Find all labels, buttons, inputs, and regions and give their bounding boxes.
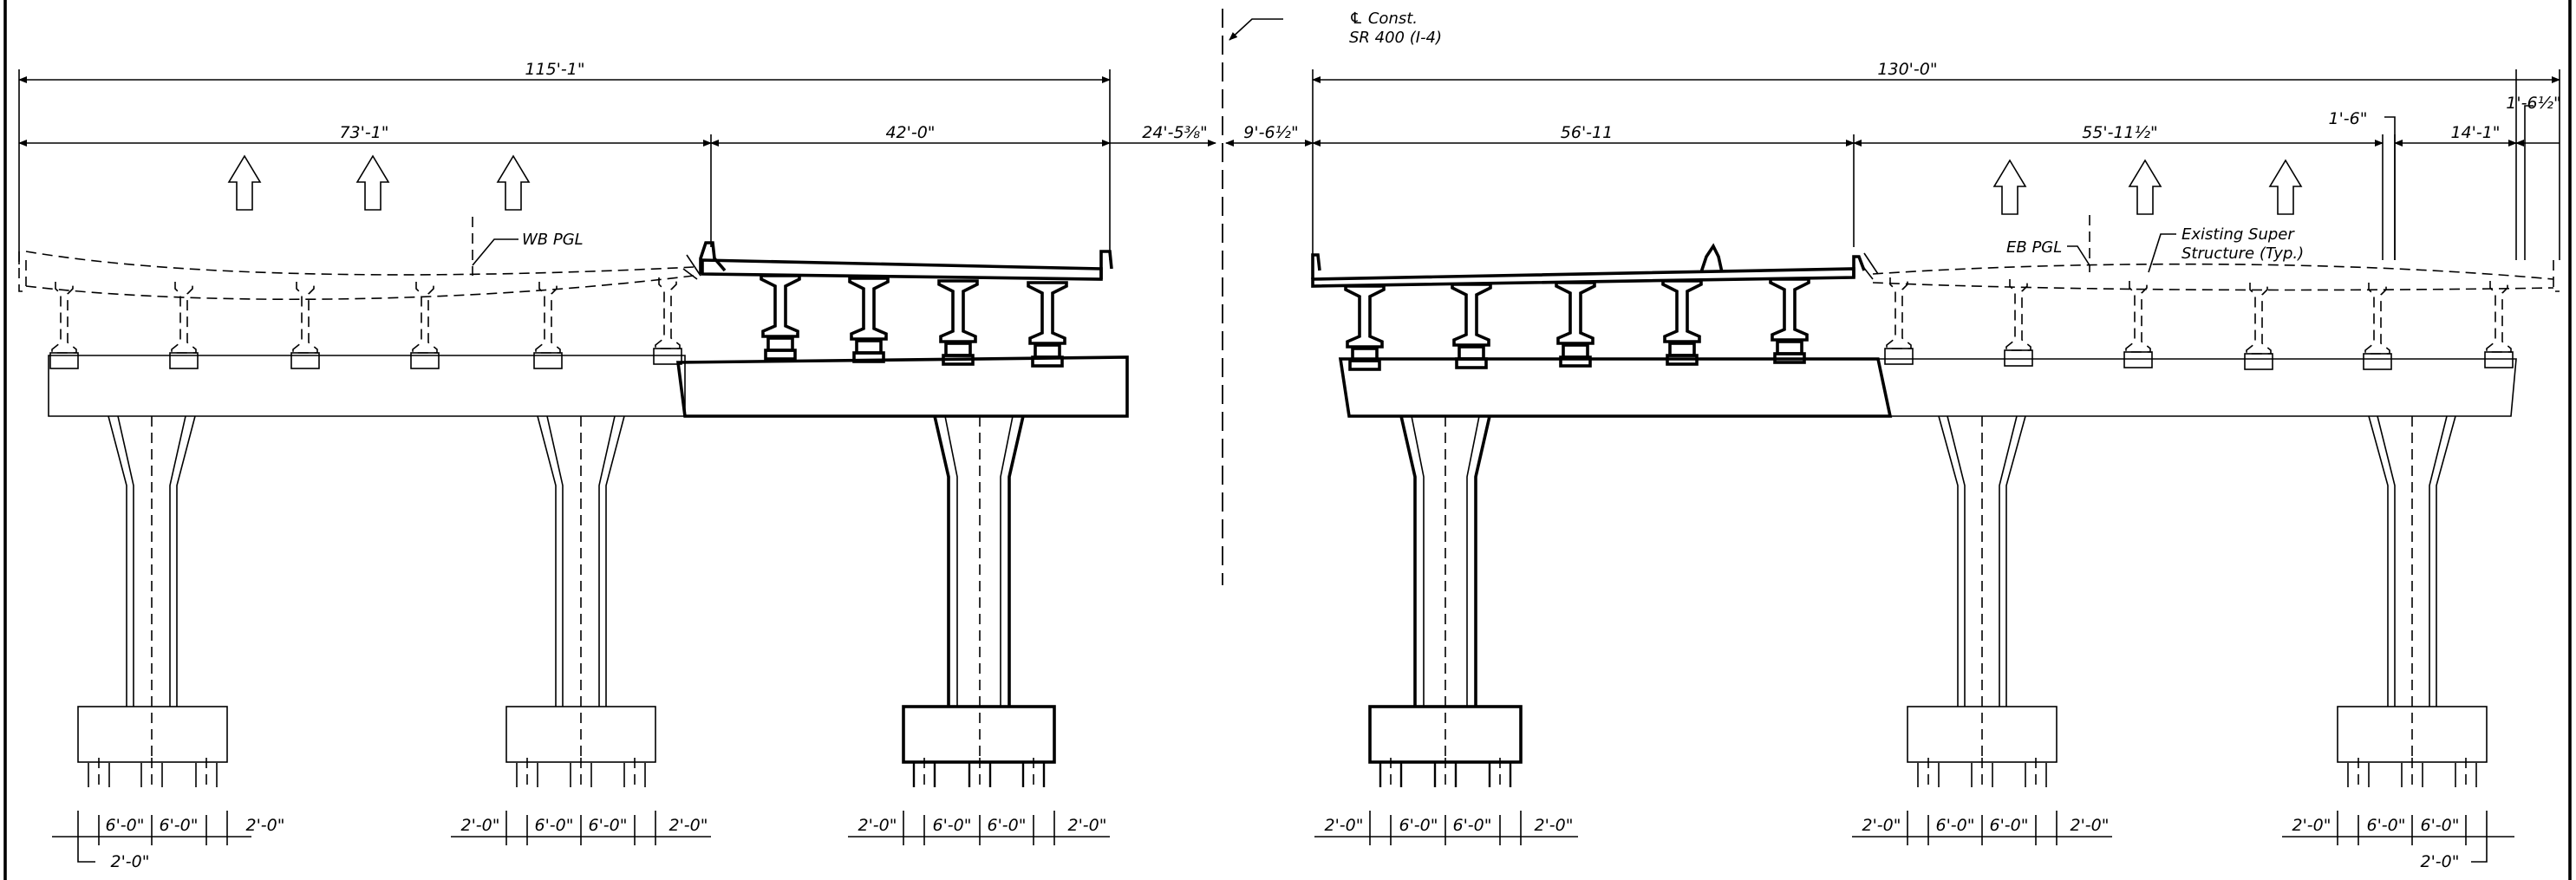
footing-dims-3: 2'-0" 6'-0" 6'-0" 2'-0" [848,811,1110,845]
eb-pgl-label: EB PGL [2006,238,2062,257]
wb-pgl-label: WB PGL [522,231,584,249]
dim-wb-new: 42'-0" [885,123,935,142]
fdim-1a: 6'-0" [106,816,145,835]
fdim-6a: 2'-0" [2292,816,2331,835]
existing-wb-superstructure [18,251,695,369]
traffic-direction-arrows [228,155,2302,215]
new-wb-superstructure [682,241,1113,368]
existing-wb-pier-cap [48,355,686,763]
dim-median-left: 24'-5⅜" [1142,123,1208,142]
fdim-4b: 6'-0" [1399,816,1438,835]
fdim-3d: 2'-0" [1068,816,1107,835]
footing-dims-1: 6'-0" 6'-0" 2'-0" 2'-0" [52,811,285,871]
dim-eb-edge: 1'-6½" [2506,94,2560,113]
fdim-5d: 2'-0" [2071,816,2110,835]
dim-eb-total: 130'-0" [1877,60,1937,79]
arrow-up-icon [497,155,530,211]
fdim-2d: 2'-0" [669,816,708,835]
existing-super-label-1: Existing Super [2181,225,2295,244]
existing-super-callout: Existing Super Structure (Typ.) [2148,225,2304,273]
wb-pgl-marker: WB PGL [472,217,584,276]
new-eb-footing [1368,705,1523,792]
existing-wb-footing-2 [505,706,656,792]
new-eb-superstructure [1311,243,1879,371]
fdim-6b: 6'-0" [2367,816,2406,835]
fdim-6c: 6'-0" [2421,816,2460,835]
footing-dims-2: 2'-0" 6'-0" 6'-0" 2'-0" [451,811,711,845]
fdim-1c: 2'-0" [246,816,285,835]
existing-wb-footing-1 [77,706,228,792]
fdim-5b: 6'-0" [1936,816,1975,835]
centerline-label-2: SR 400 (I-4) [1349,29,1442,47]
fdim-3c: 6'-0" [988,816,1027,835]
dimension-chain-eb: 130'-0" 56'-11 55'-11½" 14'-1" 1'-6" 1'-… [1312,60,2561,260]
fdim-4a: 2'-0" [1325,816,1364,835]
dim-eb-new: 56'-11 [1561,123,1613,142]
dim-wb-total: 115'-1" [525,60,584,79]
new-wb-pier-cap [675,355,1129,763]
existing-eb-superstructure [1872,260,2560,370]
fdim-5a: 2'-0" [1862,816,1901,835]
existing-eb-footing-1 [1907,706,2058,792]
new-wb-footing [902,705,1056,792]
eb-pgl-marker: EB PGL [2006,215,2090,272]
fdim-1-sub: 2'-0" [111,852,150,871]
fdim-2a: 2'-0" [461,816,500,835]
centerline-label-1: ℄ Const. [1349,10,1418,28]
sheet-border [3,0,2572,880]
existing-eb-pier-cap [1877,358,2517,763]
dimension-chain-median: 24'-5⅜" 9'-6½" [1110,123,1314,147]
arrow-up-icon [356,155,389,211]
fdim-5c: 6'-0" [1990,816,2029,835]
footing-dims-6: 2'-0" 6'-0" 6'-0" 2'-0" [2282,811,2514,871]
fdim-3a: 2'-0" [858,816,897,835]
existing-eb-footing-2 [2337,706,2488,792]
fdim-2c: 6'-0" [589,816,628,835]
dim-eb-existing: 55'-11½" [2082,123,2158,142]
footing-dims-5: 2'-0" 6'-0" 6'-0" 2'-0" [1852,811,2112,845]
fdim-4d: 2'-0" [1535,816,1574,835]
footing-dims-4: 2'-0" 6'-0" 6'-0" 2'-0" [1314,811,1578,845]
dim-eb-shoulder-a: 1'-6" [2329,109,2368,128]
arrow-up-icon [1993,160,2026,215]
arrow-up-icon [2129,160,2162,215]
fdim-6-sub: 2'-0" [2421,852,2460,871]
arrow-up-icon [228,155,261,211]
fdim-3b: 6'-0" [933,816,972,835]
new-eb-pier-cap [1338,357,1893,763]
construction-centerline: ℄ Const. SR 400 (I-4) [1222,9,1442,585]
dim-median-right: 9'-6½" [1243,123,1298,142]
fdim-4c: 6'-0" [1453,816,1492,835]
dim-eb-shoulder-b: 14'-1" [2450,123,2500,142]
arrow-up-icon [2269,160,2302,215]
fdim-2b: 6'-0" [535,816,574,835]
existing-super-label-2: Structure (Typ.) [2181,244,2304,263]
dimension-chain-wb: 115'-1" 73'-1" 42'-0" [18,60,1111,264]
fdim-1b: 6'-0" [160,816,199,835]
dim-wb-existing: 73'-1" [339,123,388,142]
